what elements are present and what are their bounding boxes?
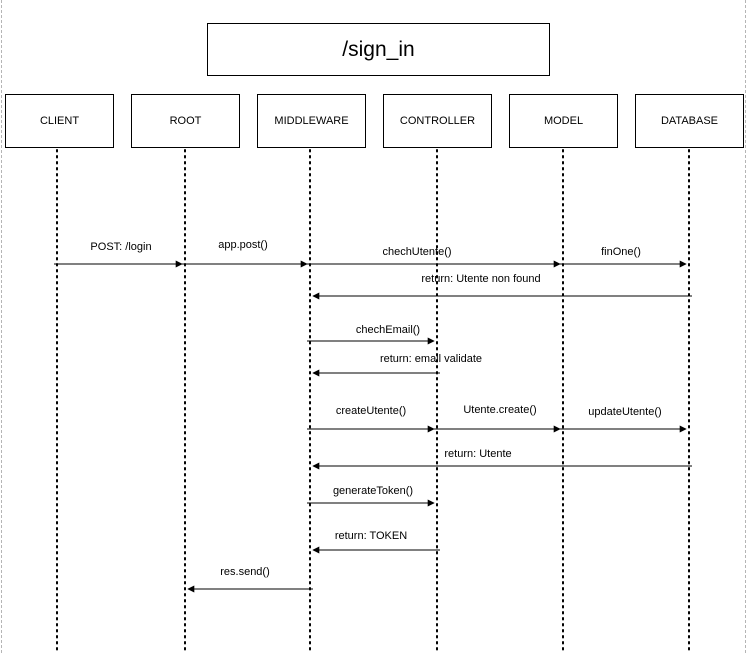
message-10: return: Utente bbox=[312, 448, 692, 470]
actor-root: ROOT bbox=[131, 94, 240, 148]
message-label: chechEmail() bbox=[356, 324, 420, 336]
message-label: chechUtente() bbox=[382, 246, 451, 258]
message-label: POST: /login bbox=[90, 241, 151, 253]
message-0: POST: /login bbox=[54, 241, 183, 268]
message-label: app.post() bbox=[218, 239, 268, 251]
actor-client: CLIENT bbox=[5, 94, 114, 148]
message-11: generateToken() bbox=[307, 485, 435, 507]
message-3: finOne() bbox=[560, 246, 687, 268]
message-6: return: email validate bbox=[312, 353, 482, 377]
actor-controller: CONTROLLER bbox=[383, 94, 492, 148]
message-label: finOne() bbox=[601, 246, 641, 258]
message-label: return: TOKEN bbox=[335, 530, 407, 542]
message-label: return: Utente bbox=[444, 448, 511, 460]
diagram-title: /sign_in bbox=[207, 23, 550, 76]
actor-model: MODEL bbox=[509, 94, 618, 148]
message-label: return: email validate bbox=[380, 353, 482, 365]
message-8: Utente.create() bbox=[434, 404, 561, 433]
message-9: updateUtente() bbox=[560, 406, 687, 433]
page-edge-right bbox=[745, 0, 746, 653]
message-label: createUtente() bbox=[336, 405, 406, 417]
message-label: generateToken() bbox=[333, 485, 413, 497]
message-4: return: Utente non found bbox=[312, 273, 692, 300]
actor-client-label: CLIENT bbox=[39, 115, 80, 127]
message-5: chechEmail() bbox=[307, 324, 435, 345]
actor-root-label: ROOT bbox=[169, 115, 202, 127]
message-label: updateUtente() bbox=[588, 406, 661, 418]
message-13: res.send() bbox=[187, 566, 313, 593]
actor-model-label: MODEL bbox=[543, 115, 584, 127]
message-label: Utente.create() bbox=[463, 404, 536, 416]
actor-database: DATABASE bbox=[635, 94, 744, 148]
message-12: return: TOKEN bbox=[312, 530, 440, 554]
actor-database-label: DATABASE bbox=[660, 115, 719, 127]
actor-middleware-label: MIDDLEWARE bbox=[274, 115, 349, 127]
message-1: app.post() bbox=[182, 239, 308, 268]
page-edge-left bbox=[1, 0, 2, 653]
message-label: res.send() bbox=[220, 566, 270, 578]
actor-middleware: MIDDLEWARE bbox=[257, 94, 366, 148]
actor-controller-label: CONTROLLER bbox=[399, 115, 476, 127]
diagram-title-text: /sign_in bbox=[342, 37, 415, 61]
message-7: createUtente() bbox=[307, 405, 435, 433]
message-2: chechUtente() bbox=[307, 246, 561, 268]
message-label: return: Utente non found bbox=[421, 273, 540, 285]
